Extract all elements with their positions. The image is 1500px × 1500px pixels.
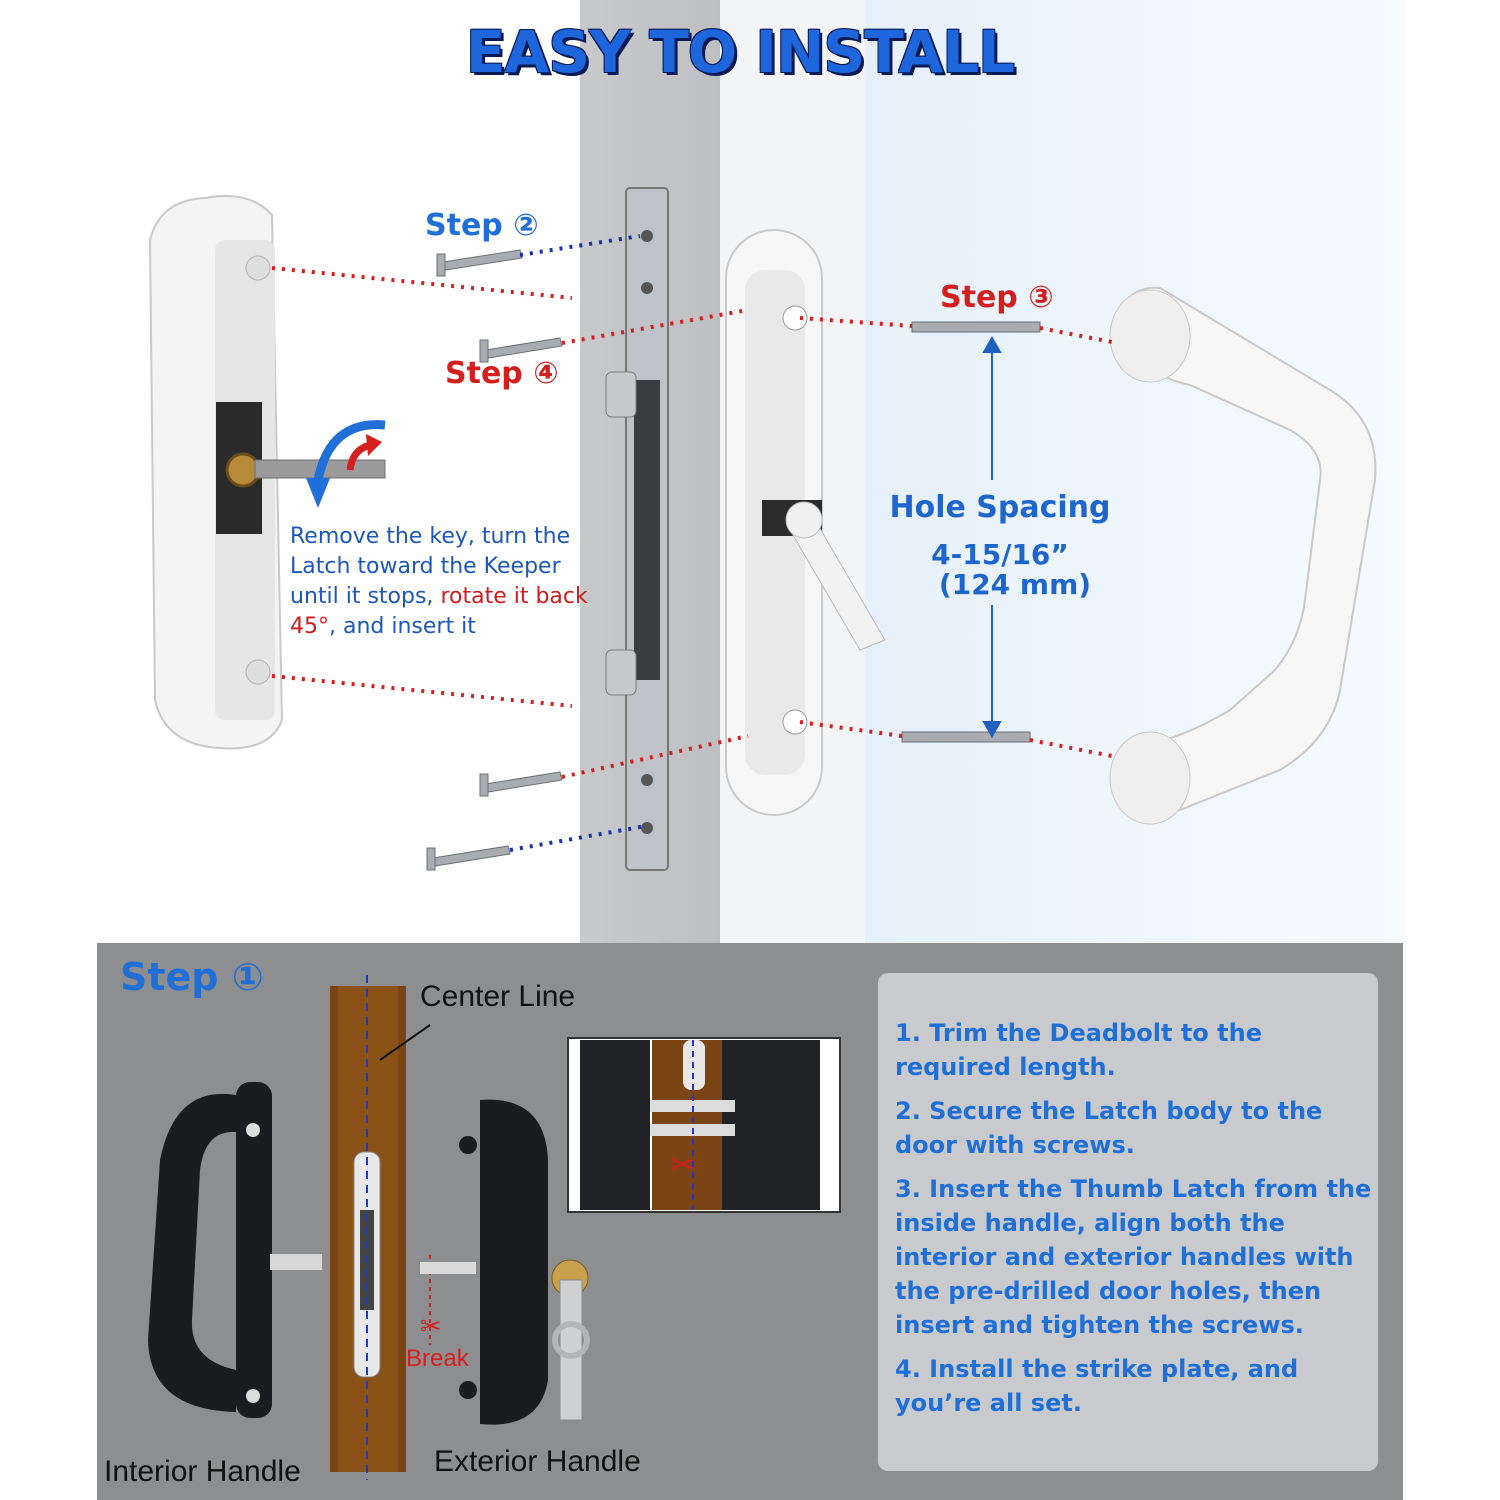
latch-instruction-note: Remove the key, turn the Latch toward th… [290,522,590,642]
door-edge-wood [330,975,431,1480]
center-line-label: Center Line [420,980,576,1013]
page-title: EASY TO INSTALL [465,18,1015,86]
note-part-3: , and insert it [329,614,476,639]
exterior-handle-label: Exterior Handle [434,1445,641,1478]
instruction-2: 2. Secure the Latch body to the door wit… [895,1097,1323,1159]
instruction-1: 1. Trim the Deadbolt to the required len… [895,1019,1262,1081]
guide-lines [271,234,1113,852]
hole-spacing-arrow [982,335,1002,739]
screws [426,249,1041,871]
exterior-black-handle [459,1099,590,1425]
rotate-blue-arrow [313,420,386,481]
exterior-escutcheon [725,229,886,816]
svg-text:✂: ✂ [420,1311,442,1341]
interior-handle-label: Interior Handle [104,1455,301,1488]
hole-spacing-label: Hole Spacing [889,490,1111,525]
instruction-3: 3. Insert the Thumb Latch from the insid… [895,1175,1372,1339]
deadbolt-inset: ✂ [567,1037,841,1213]
break-marker: ✂ [420,1255,476,1345]
instructions-panel [878,973,1378,1471]
svg-text:✂: ✂ [670,1149,695,1182]
step-1-label: Step ① [120,955,264,999]
interior-black-handle [148,1082,322,1418]
instruction-4: 4. Install the strike plate, and you’re … [895,1355,1299,1417]
note-part-1: Remove the key, turn the Latch toward th… [290,524,571,609]
break-label: Break [406,1345,469,1372]
latch-body [605,187,669,871]
hole-spacing-value: 4-15/16” [931,538,1069,571]
step-3-label: Step ③ [940,280,1054,315]
step-2-label: Step ② [425,208,539,243]
hole-spacing-mm: (124 mm) [938,568,1092,601]
interior-white-handle [148,195,386,750]
note-part-2: rotate it back 45° [290,584,588,639]
exterior-white-handle [1109,286,1377,825]
step-4-label: Step ④ [445,356,559,391]
